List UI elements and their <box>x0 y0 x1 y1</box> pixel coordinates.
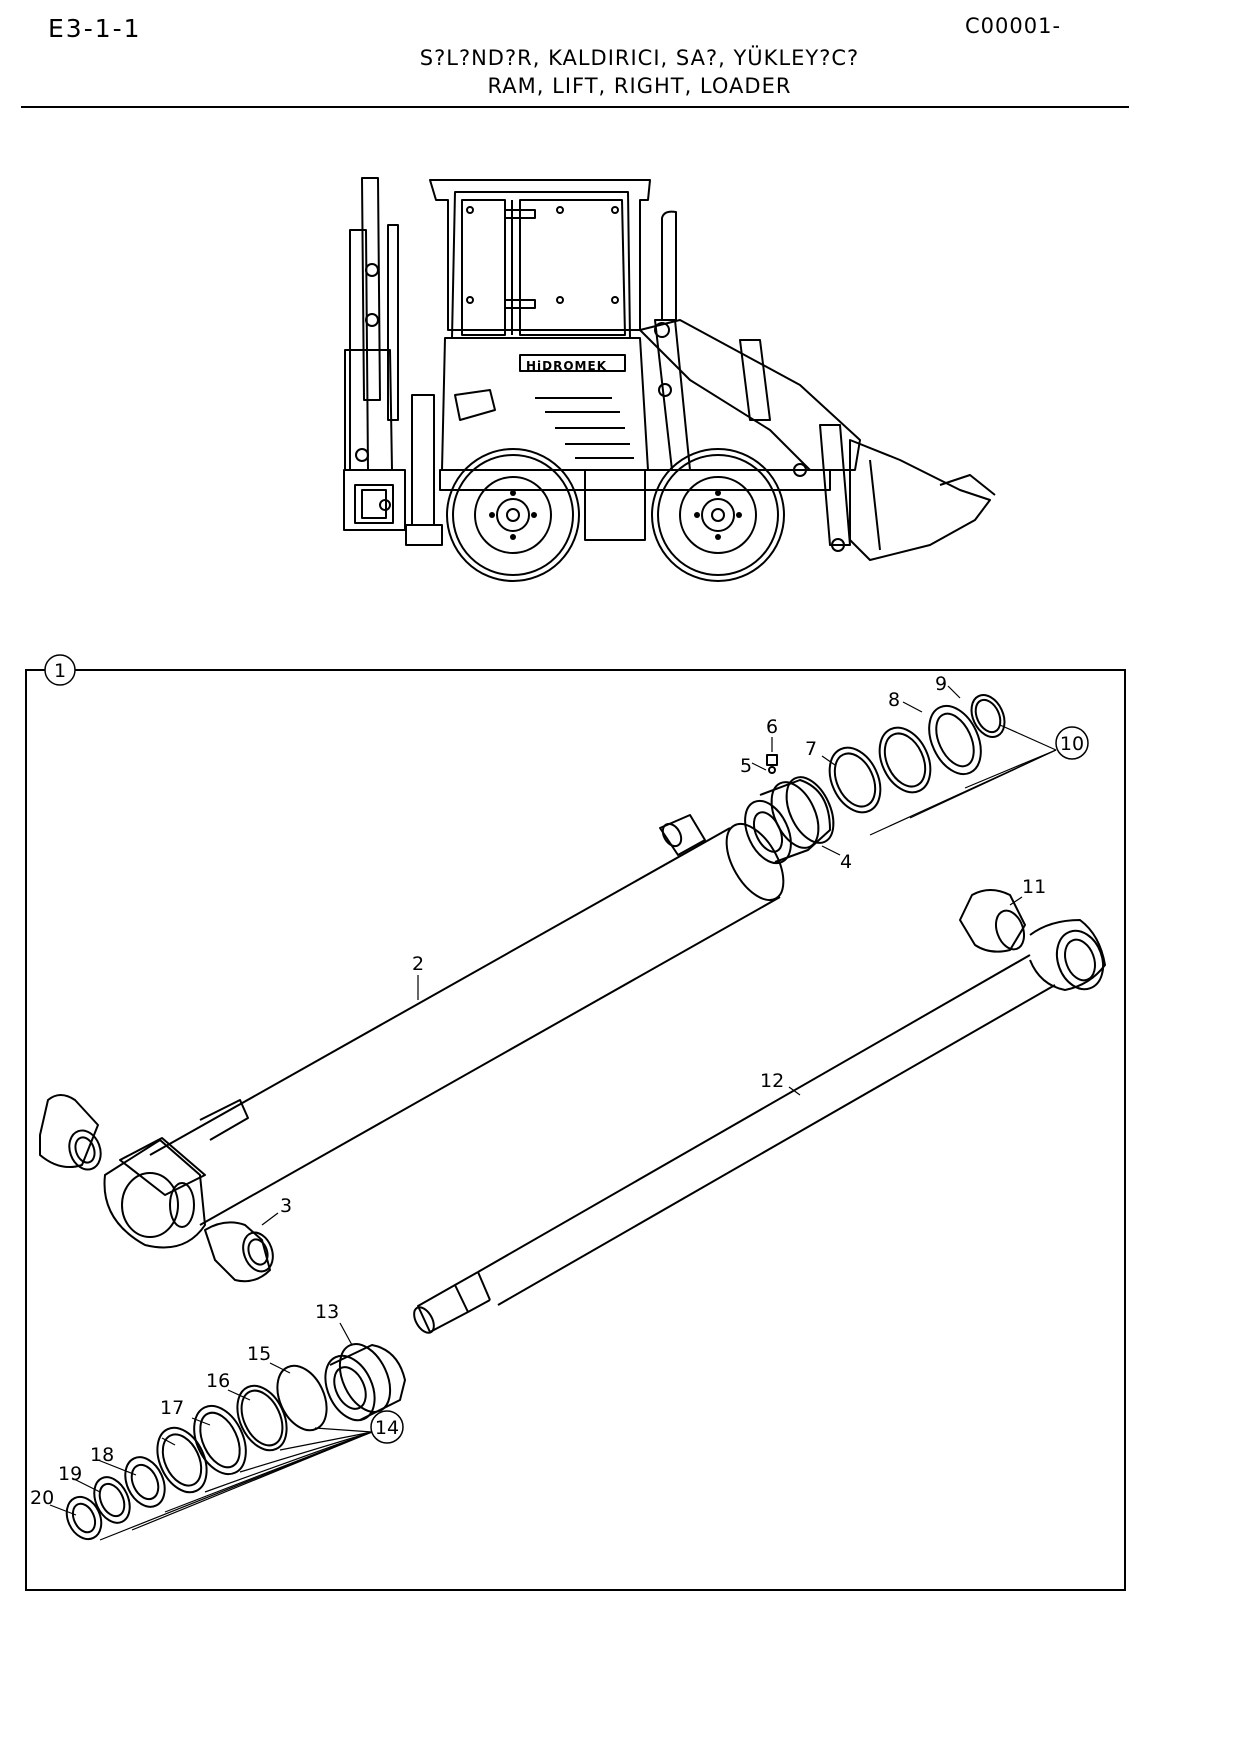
callout-3: 3 <box>280 1195 292 1217</box>
parts-7-8-9-seals <box>828 694 1006 814</box>
callout-15: 15 <box>247 1343 271 1365</box>
callout-4: 4 <box>840 851 852 873</box>
callout-2: 2 <box>412 953 424 975</box>
callout-17: 17 <box>160 1397 184 1419</box>
part-12-piston-rod <box>413 919 1106 1334</box>
part-11-bushing <box>959 889 1026 953</box>
part-13-piston <box>324 1343 406 1422</box>
exploded-cylinder-diagram: 1 <box>25 654 1126 1591</box>
callout-16: 16 <box>206 1370 230 1392</box>
parts-15-20-seals <box>65 1364 328 1541</box>
svg-text:10: 10 <box>1060 733 1084 755</box>
callout-20: 20 <box>30 1487 54 1509</box>
callout-1: 1 <box>44 654 76 686</box>
drawing-code: E3-1-1 <box>48 14 142 43</box>
part-4-cylinder-head <box>744 776 835 865</box>
backhoe-loader-illustration: HiDROMEK <box>343 177 996 582</box>
callout-14: 14 <box>370 1410 404 1444</box>
callout-19: 19 <box>58 1463 82 1485</box>
callout-10: 10 <box>1055 726 1089 760</box>
callout-8: 8 <box>888 689 900 711</box>
part-5-6-fitting <box>766 754 778 774</box>
callout-6: 6 <box>766 716 778 738</box>
callout-5: 5 <box>740 755 752 777</box>
callout-9: 9 <box>935 673 947 695</box>
part-code: C00001- <box>965 14 1062 38</box>
svg-text:14: 14 <box>375 1417 399 1439</box>
leader-lines <box>49 685 1057 1541</box>
part-3-bushings <box>39 1094 274 1283</box>
assembly-frame <box>25 669 1126 1591</box>
title-english: RAM, LIFT, RIGHT, LOADER <box>487 74 792 98</box>
header-rule <box>21 106 1129 108</box>
part-2-cylinder-barrel <box>103 814 785 1249</box>
callout-7: 7 <box>805 738 817 760</box>
callout-12: 12 <box>760 1070 784 1092</box>
callout-13: 13 <box>315 1301 339 1323</box>
title-turkish: S?L?ND?R, KALDIRICI, SA?, YÜKLEY?C? <box>419 46 860 70</box>
svg-text:1: 1 <box>54 660 66 682</box>
callout-11: 11 <box>1022 876 1046 898</box>
callout-labels: 2 3 4 5 6 7 8 9 10 11 12 13 14 15 16 17 … <box>30 673 1089 1509</box>
brand-label: HiDROMEK <box>526 359 607 373</box>
callout-18: 18 <box>90 1444 114 1466</box>
